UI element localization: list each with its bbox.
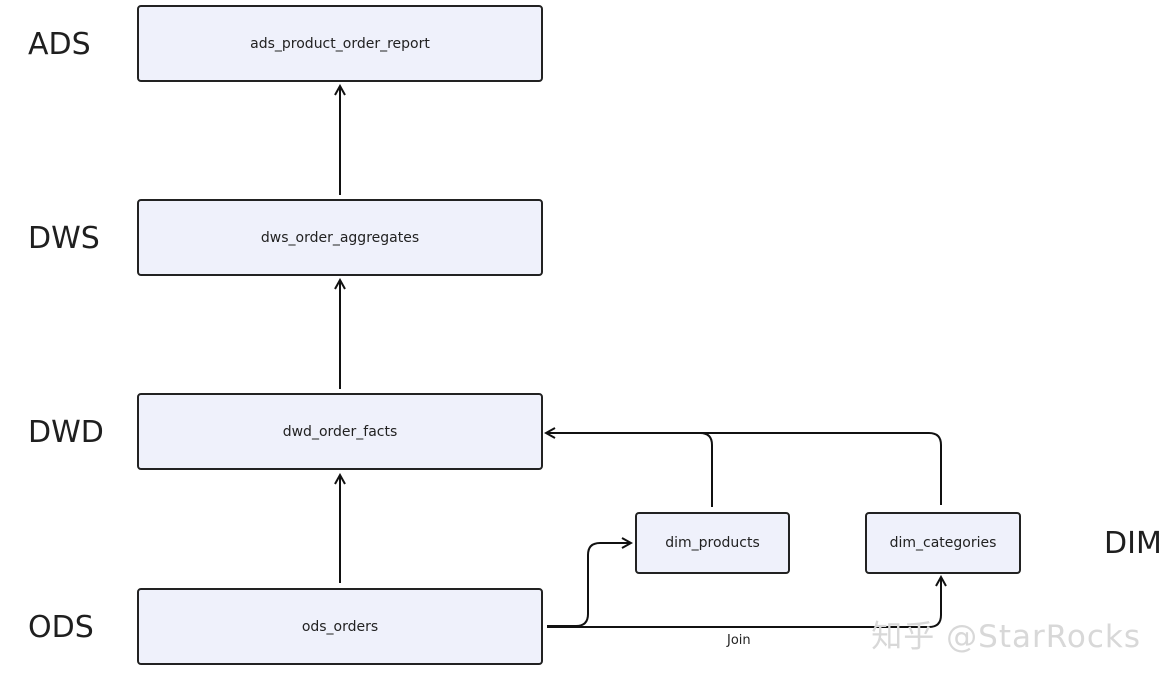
edge-label-join: Join: [727, 633, 751, 648]
layer-label-dws: DWS: [28, 221, 100, 256]
layer-label-dwd: DWD: [28, 415, 104, 450]
node-dwd-facts: dwd_order_facts: [137, 393, 543, 470]
node-ods-orders: ods_orders: [137, 588, 543, 665]
watermark: 知乎 @StarRocks: [871, 619, 1141, 655]
layer-label-dim: DIM: [1104, 526, 1162, 561]
edge-dim-to-dwd: [546, 433, 942, 505]
node-ads-report: ads_product_order_report: [137, 5, 543, 82]
node-dim-products: dim_products: [635, 512, 790, 574]
node-dim-categories: dim_categories: [865, 512, 1021, 574]
edge-ods-to-dim-products: [547, 543, 631, 627]
layer-label-ads: ADS: [28, 27, 91, 62]
layer-label-ods: ODS: [28, 610, 94, 645]
edge-ods-to-dim-categories: [547, 577, 941, 628]
node-dws-aggregates: dws_order_aggregates: [137, 199, 543, 276]
edge-products-merge: [699, 432, 713, 507]
